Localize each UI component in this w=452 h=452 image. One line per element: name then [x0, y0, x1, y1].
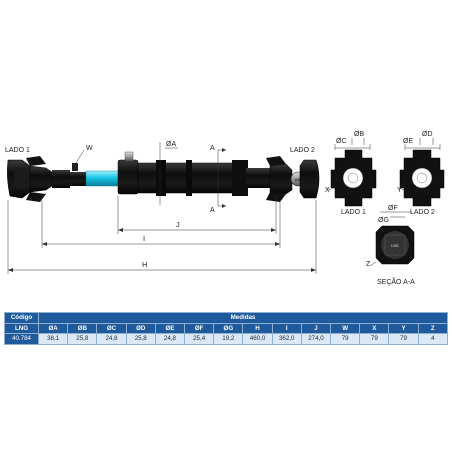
- inner-shaft-cyan: [85, 170, 123, 187]
- label-dia-b: ØB: [354, 131, 364, 138]
- shaft-tag-right: LNG: [295, 178, 302, 182]
- detail-2-caption: LADO 2: [410, 209, 435, 216]
- column-header: I: [271, 322, 302, 334]
- label-section-a-bottom: A: [210, 207, 215, 214]
- column-header: ØG: [213, 322, 244, 334]
- spec-table-column-row: LNG ØA ØB ØC ØD ØE ØF ØG H I J W X Y Z: [4, 322, 449, 334]
- table-cell: 79: [359, 333, 390, 345]
- detail-1-caption: LADO 1: [341, 209, 366, 216]
- column-header: ØD: [125, 322, 156, 334]
- column-header: ØE: [154, 322, 186, 334]
- label-dia-e: ØE: [403, 138, 413, 145]
- label-i: I: [143, 234, 145, 243]
- clamp-collar: [117, 159, 139, 195]
- technical-drawing: LNG LNG: [5, 131, 445, 286]
- label-section-a-top: A: [210, 145, 215, 152]
- spec-table-title-row: Código Medidas: [4, 312, 448, 324]
- table-cell: 79: [330, 333, 361, 345]
- column-header: Y: [388, 322, 419, 334]
- column-header: ØF: [184, 322, 215, 334]
- label-side-2: LADO 2: [290, 147, 315, 154]
- column-header: H: [242, 322, 273, 334]
- section-caption: SEÇÃO A-A: [377, 277, 415, 286]
- label-x: X: [325, 187, 330, 194]
- detail-side-1: ØC ØB X LADO 1: [325, 131, 377, 216]
- column-header: W: [330, 322, 361, 334]
- label-z: Z: [366, 261, 371, 268]
- table-cell: 25,8: [67, 333, 98, 345]
- table-cell: 274,0: [300, 333, 332, 345]
- label-dia-d: ØD: [422, 131, 433, 138]
- brand-cell: LNG: [4, 322, 39, 334]
- table-cell: 19,2: [213, 333, 244, 345]
- detail-side-2: ØE ØD Y LADO 2: [397, 131, 445, 216]
- column-header: ØA: [37, 322, 69, 334]
- label-j: J: [176, 220, 180, 229]
- code-header: Código: [4, 312, 39, 324]
- label-w: W: [86, 145, 93, 152]
- table-row: 40.784 38,1 25,8 24,8 25,8 24,8 25,4 19,…: [4, 333, 449, 345]
- label-side-1: LADO 1: [5, 147, 30, 154]
- spec-table: Código Medidas LNG ØA ØB ØC ØD ØE ØF ØG …: [4, 312, 449, 345]
- table-cell: 24,8: [154, 333, 186, 345]
- table-cell: 25,4: [184, 333, 215, 345]
- dimension-lines: [7, 142, 317, 274]
- slip-sleeve: [52, 170, 70, 188]
- product-code: 40.784: [4, 333, 39, 345]
- table-cell: 38,1: [37, 333, 69, 345]
- table-cell: 460,0: [242, 333, 273, 345]
- dimension-arrows: [8, 148, 316, 272]
- column-header: ØC: [96, 322, 127, 334]
- grease-nipple: [72, 163, 78, 171]
- table-cell: 4: [417, 333, 449, 345]
- table-cell: 25,8: [125, 333, 156, 345]
- label-dia-f: ØF: [388, 205, 398, 212]
- column-header: ØB: [67, 322, 98, 334]
- left-yoke: LNG: [7, 156, 53, 202]
- label-dia-c: ØC: [336, 138, 347, 145]
- table-cell: 362,0: [271, 333, 302, 345]
- right-yoke: LNG: [266, 156, 320, 202]
- drive-shaft: LNG LNG: [7, 151, 320, 202]
- label-h: H: [142, 260, 147, 269]
- column-header: X: [359, 322, 390, 334]
- label-dia-g: ØG: [378, 217, 389, 224]
- label-dia-a: ØA: [166, 141, 176, 148]
- section-tag: LNG: [391, 244, 398, 248]
- column-header: Z: [417, 322, 449, 334]
- section-a-a: LNG ØF ØG Z SEÇÃO A-A: [366, 205, 415, 286]
- table-cell: 24,8: [96, 333, 127, 345]
- column-header: J: [300, 322, 332, 334]
- table-cell: 79: [388, 333, 419, 345]
- label-y: Y: [397, 187, 402, 194]
- measures-header: Medidas: [38, 312, 448, 324]
